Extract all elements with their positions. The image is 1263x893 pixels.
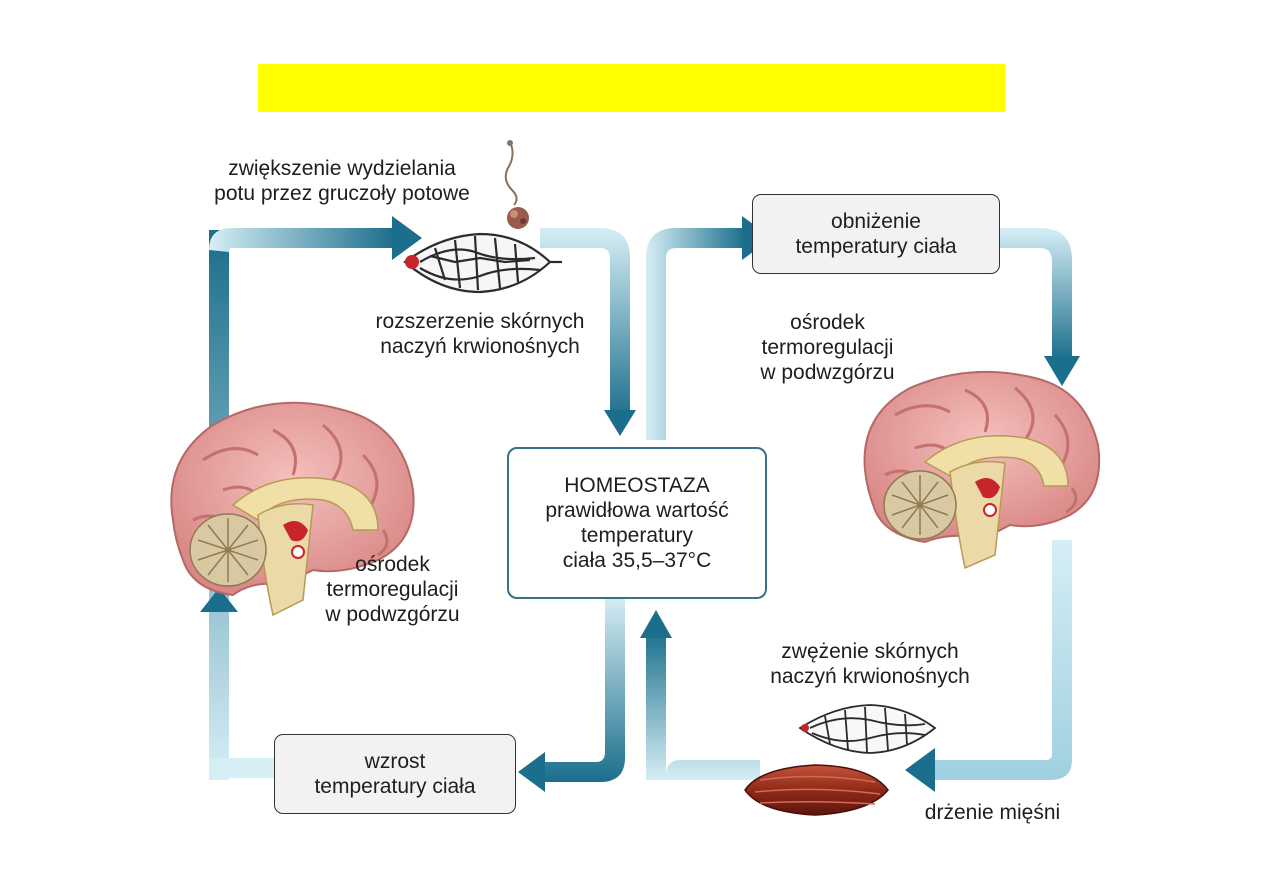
label-vasodilation: rozszerzenie skórnych naczyń krwionośnyc…	[350, 309, 610, 359]
label-line: naczyń krwionośnych	[770, 665, 970, 688]
box-line: wzrost	[364, 750, 426, 773]
label-hypothalamus-right: ośrodek termoregulacji w podwzgórzu	[735, 310, 920, 385]
label-line: w podwzgórzu	[325, 603, 460, 626]
brain-icon	[170, 401, 415, 617]
label-vasoconstriction: zwężenie skórnych naczyń krwionośnych	[745, 639, 995, 689]
label-shivering: drżenie mięśni	[905, 800, 1080, 825]
label-line: naczyń krwionośnych	[380, 335, 580, 358]
label-line: zwiększenie wydzielania	[228, 157, 456, 180]
blood-vessel-network-icon	[798, 704, 937, 754]
label-line: drżenie mięśni	[924, 801, 1061, 824]
arrow-right-top-left-head	[392, 216, 422, 260]
box-line: temperatury	[580, 524, 694, 547]
muscle-icon	[744, 764, 889, 816]
label-line: zwężenie skórnych	[781, 640, 959, 663]
box-temperature-drop: obniżenie temperatury ciała	[752, 194, 1000, 274]
label-line: rozszerzenie skórnych	[375, 310, 585, 333]
right-loop-arrows	[640, 216, 1080, 792]
title-banner	[258, 64, 1005, 112]
box-line: temperatury ciała	[314, 775, 476, 798]
blood-vessel-network-icon	[403, 232, 562, 294]
box-temperature-rise: wzrost temperatury ciała	[274, 734, 516, 814]
label-line: w podwzgórzu	[760, 361, 895, 384]
label-line: ośrodek	[790, 311, 865, 334]
sweat-gland-icon	[504, 140, 529, 229]
brain-icon	[863, 370, 1101, 570]
box-line: obniżenie	[831, 210, 921, 233]
box-line: prawidłowa wartość	[545, 499, 729, 522]
box-line: HOMEOSTAZA	[564, 474, 710, 497]
box-homeostasis: HOMEOSTAZA prawidłowa wartość temperatur…	[507, 447, 767, 599]
label-line: termoregulacji	[326, 578, 459, 601]
label-hypothalamus-left: ośrodek termoregulacji w podwzgórzu	[300, 552, 485, 627]
label-line: ośrodek	[355, 553, 430, 576]
arrow-up-left-head	[200, 588, 238, 612]
label-line: termoregulacji	[761, 336, 894, 359]
label-line: potu przez gruczoły potowe	[214, 182, 470, 205]
label-sweat-increase: zwiększenie wydzielania potu przez grucz…	[192, 156, 492, 206]
box-line: temperatury ciała	[795, 235, 957, 258]
box-line: ciała 35,5–37°C	[562, 549, 712, 572]
